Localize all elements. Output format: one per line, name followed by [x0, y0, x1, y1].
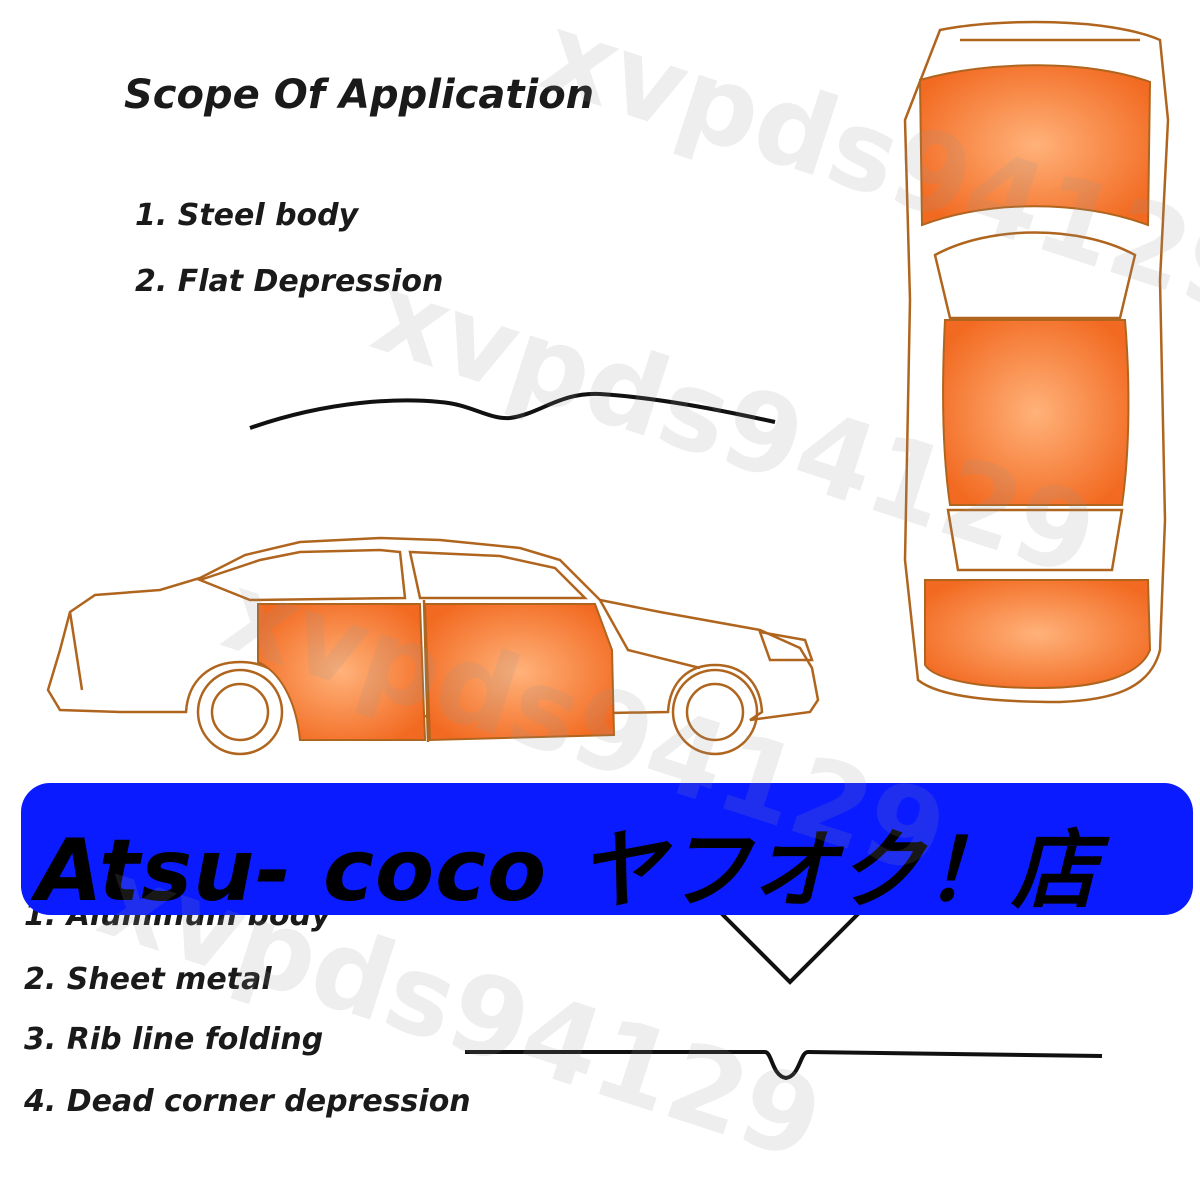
- aluminum-list-item: 2. Sheet metal: [24, 962, 272, 997]
- rear-door-highlight: [423, 603, 616, 742]
- roof-highlight: [942, 319, 1130, 506]
- store-banner: [28, 790, 1186, 908]
- dead-corner-v-shape: [718, 910, 862, 985]
- steel-list-item: 1. Steel body: [135, 198, 359, 233]
- front-door-highlight: [257, 603, 427, 741]
- aluminum-list-item: 4. Dead corner depression: [24, 1084, 471, 1119]
- store-banner-text: Atsu- coco ヤフオク！店: [36, 821, 1099, 921]
- hood-highlight: [918, 64, 1152, 227]
- steel-list-item: 2. Flat Depression: [135, 264, 444, 299]
- page-title: Scope Of Application: [124, 72, 595, 118]
- flat-depression-curve: [249, 391, 776, 430]
- rib-line-fold: [465, 1049, 1103, 1081]
- trunk-highlight: [924, 579, 1152, 690]
- aluminum-list-item: 3. Rib line folding: [24, 1022, 324, 1057]
